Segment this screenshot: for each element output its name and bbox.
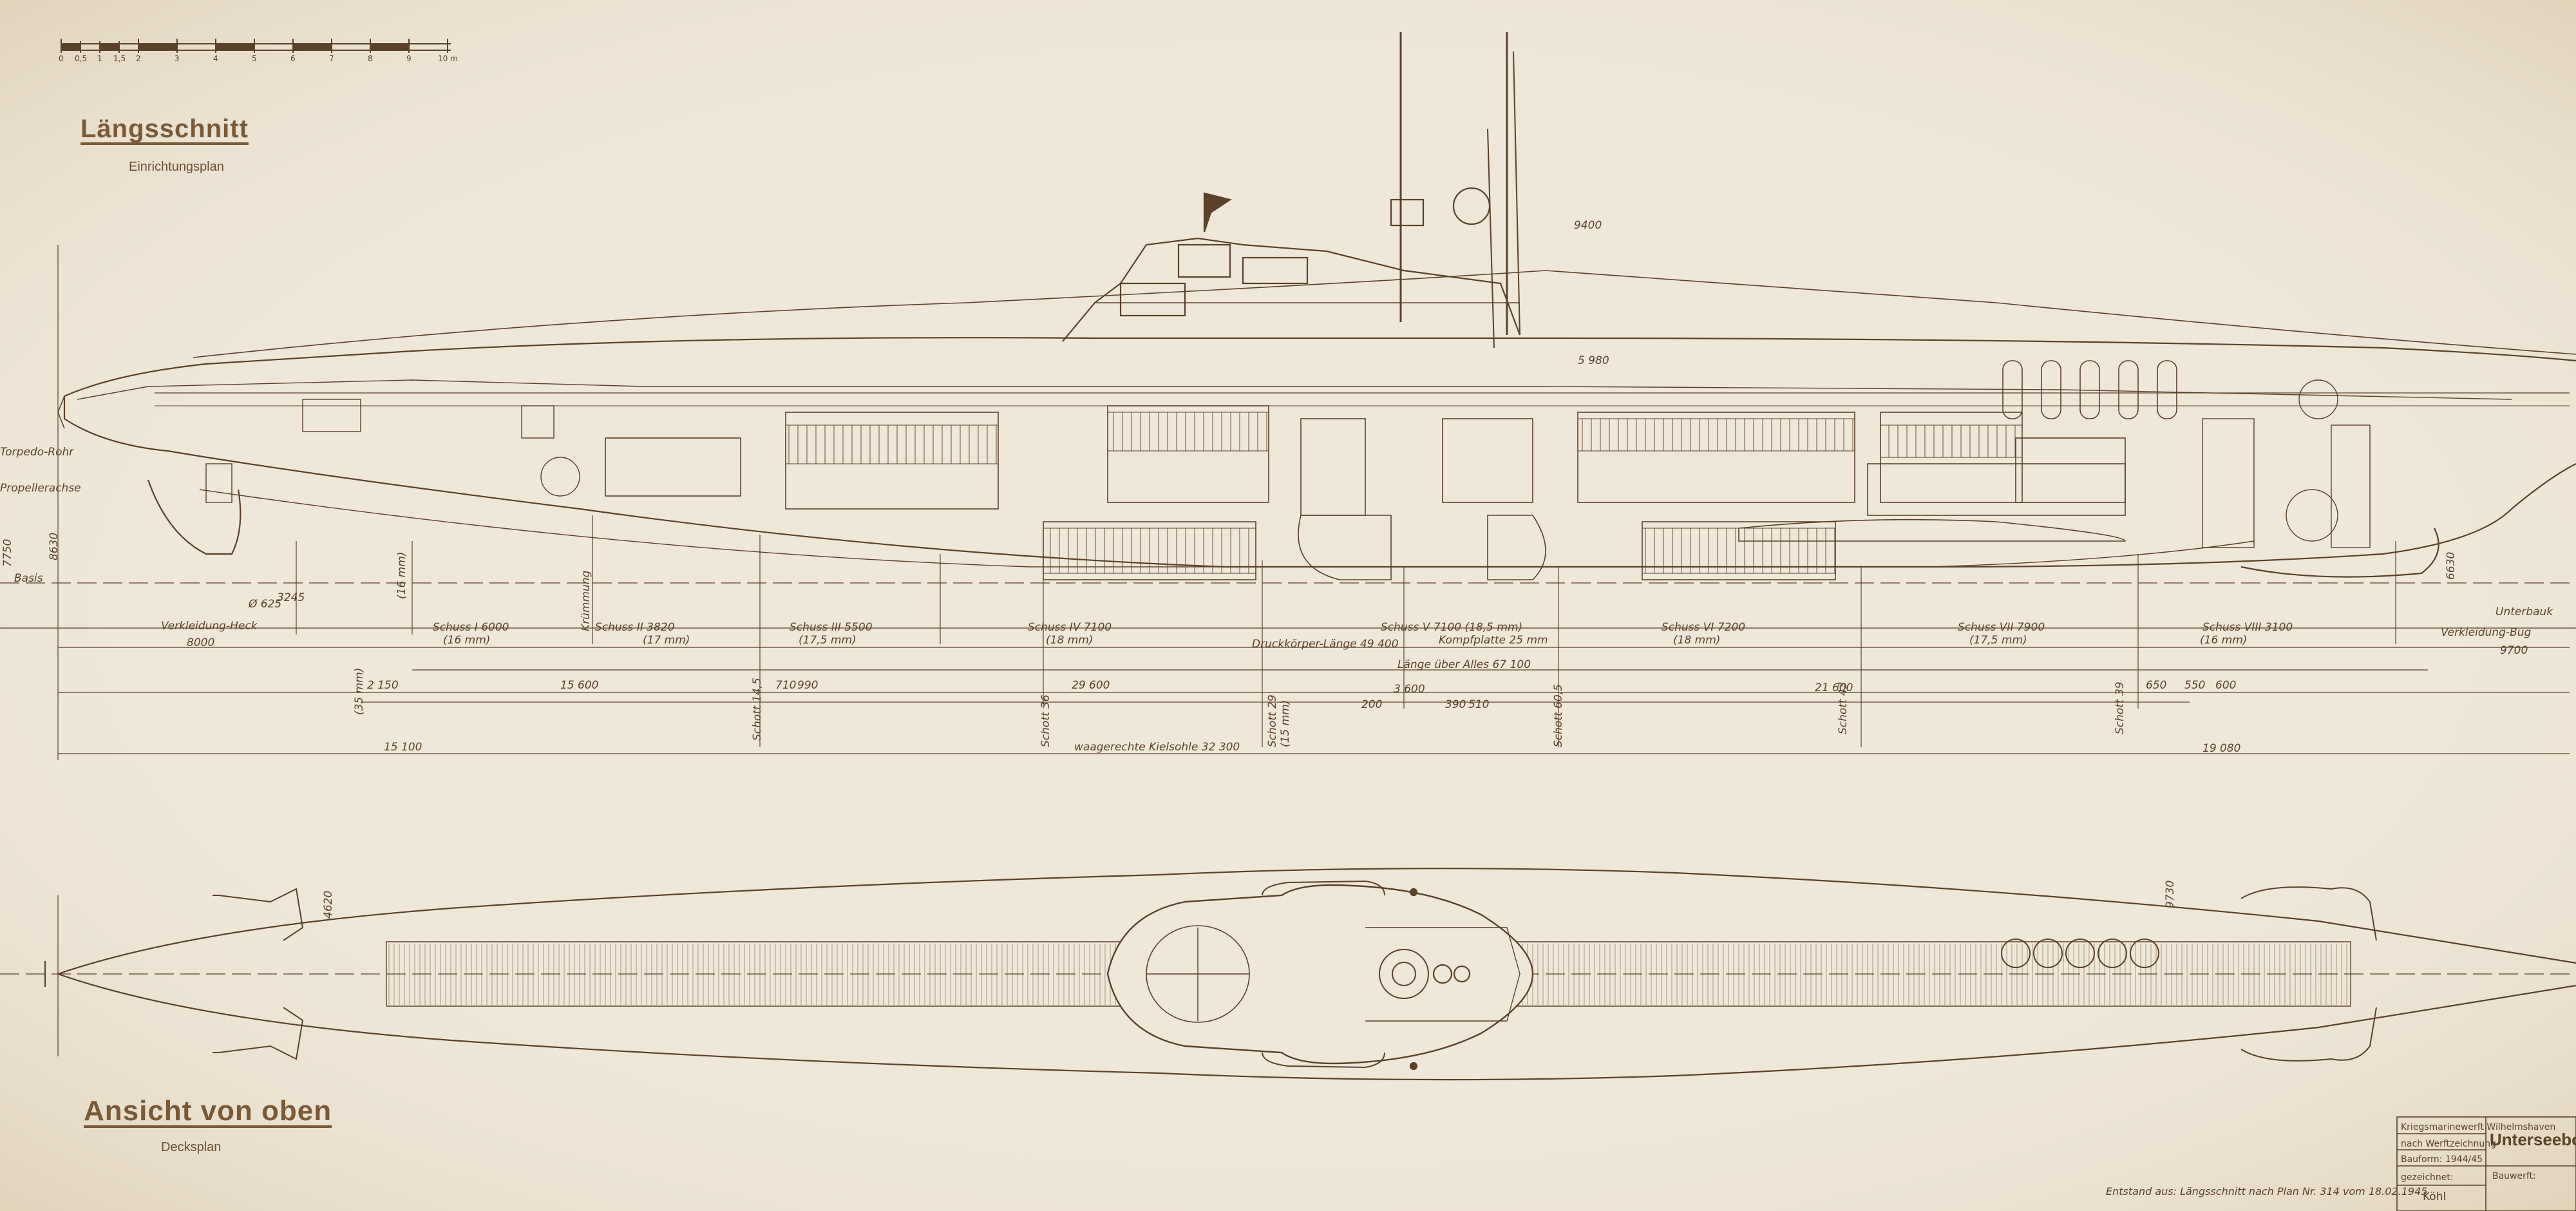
dim-vertical: (15 mm) (1279, 700, 1292, 747)
scale-label: 3 (175, 54, 180, 63)
scale-label: 4 (213, 54, 218, 63)
label-schuss-8-thick: (16 mm) (2200, 634, 2248, 647)
dim-21600: 21 600 (1815, 682, 1853, 694)
dim-3245: 3245 (277, 591, 305, 604)
label-schuss-7: Schuss VII 7900 (1958, 621, 2045, 634)
scale-label: 2 (136, 54, 141, 63)
label-kompfplatte: Kompfplatte 25 mm (1439, 634, 1548, 647)
scale-label: 5 (252, 54, 257, 63)
title-block-frame (2396, 1116, 2576, 1211)
subheading-einrichtungsplan: Einrichtungsplan (129, 160, 224, 174)
scale-label: 7 (329, 54, 334, 63)
label-schott-39: Schott 39 (2114, 682, 2126, 734)
label-verkleidung-bug: Verkleidung-Bug (2441, 626, 2532, 639)
label-kielsohle: waagerechte Kielsohle 32 300 (1074, 741, 1240, 754)
label-schuss-3: Schuss III 5500 (790, 621, 873, 634)
label-schott-36: Schott 36 (1039, 694, 1052, 747)
dim-vertical: (16 mm) (395, 551, 408, 599)
dim-510: 510 (1468, 698, 1490, 711)
label-schuss-7-thick: (17,5 mm) (1969, 634, 2027, 647)
scale-label: 8 (368, 54, 373, 63)
dim-9730: 9730 (2164, 880, 2177, 908)
label-schott-29: Schott 29 (1266, 694, 1279, 747)
label-schuss-4-thick: (18 mm) (1046, 634, 1094, 647)
dim-5980: 5 980 (1578, 354, 1609, 367)
label-schuss-1-thick: (16 mm) (443, 634, 491, 647)
scale-label: 0 (59, 54, 64, 63)
dim-15600: 15 600 (560, 679, 599, 692)
dim-3600: 3 600 (1394, 683, 1425, 696)
scale-label: 1,5 (113, 54, 126, 63)
label-verkleidung-heck: Verkleidung-Heck (161, 620, 258, 633)
label-schuss-5: Schuss V 7100 (18,5 mm) (1381, 621, 1523, 634)
title-block-bauwerft: Bauwerft: (2492, 1171, 2536, 1181)
label-schott-43: Schott 43 (1837, 682, 1850, 734)
label-propellerachse: Propellerachse (0, 482, 81, 495)
dim-4620: 4620 (322, 890, 335, 919)
label-laenge-ueber-alles: Länge über Alles 67 100 (1397, 658, 1531, 671)
label-schuss-3-thick: (17,5 mm) (799, 634, 857, 647)
dim-2150: 2 150 (367, 679, 399, 692)
dim-8000: 8000 (187, 636, 215, 649)
heading-laengsschnitt: Längsschnitt (80, 115, 249, 143)
label-druckkoerper: Druckkörper-Länge 49 400 (1252, 638, 1399, 651)
scale-label: 6 (290, 54, 296, 63)
dim-8630: 8630 (48, 532, 61, 560)
scale-label: 1 (97, 54, 102, 63)
label-torpedo-rohr: Torpedo-Rohr (0, 446, 74, 459)
dim-990: 990 (797, 679, 819, 692)
dim-15100: 15 100 (384, 741, 422, 754)
dim-19080: 19 080 (2202, 742, 2241, 755)
label-schuss-8: Schuss VIII 3100 (2202, 621, 2293, 634)
scale-label: 9 (406, 54, 412, 63)
label-schuss-2-thick: (17 mm) (643, 634, 690, 647)
dim-d625: Ø 625 (249, 598, 282, 611)
label-schuss-2: Schuss II 3820 (595, 621, 675, 634)
label-schott-14: Schott 14,5 (751, 678, 764, 741)
label-schuss-6-thick: (18 mm) (1673, 634, 1721, 647)
dim-650: 650 (2146, 679, 2167, 692)
footer-note: Entstand aus: Längsschnitt nach Plan Nr.… (2106, 1185, 2428, 1197)
title-block-row2: nach Werftzeichnung (2401, 1139, 2496, 1149)
dim-height: 7750 (1, 539, 14, 567)
dim-200: 200 (1361, 698, 1383, 711)
label-unterbauk: Unterbauk (2496, 606, 2553, 618)
title-block-bauform: Bauform: 1944/45 (2401, 1154, 2483, 1165)
label-kruemmung: Krümmung (580, 570, 592, 631)
dim-600: 600 (2215, 679, 2237, 692)
dim-29600: 29 600 (1072, 679, 1110, 692)
title-block-gezeichnet: gezeichnet: (2401, 1172, 2454, 1183)
label-schuss-1: Schuss I 6000 (433, 621, 509, 634)
dim-390: 390 (1445, 698, 1466, 711)
side-view (0, 32, 2576, 760)
title-block-main: Unterseeboot (2490, 1130, 2576, 1149)
heading-ansicht-von-oben: Ansicht von oben (84, 1095, 332, 1127)
label-basis: Basis (14, 572, 43, 585)
top-view (0, 868, 2576, 1081)
dim-550: 550 (2184, 679, 2206, 692)
label-schott-60: Schott 60,5 (1552, 684, 1565, 747)
scale-label: 0,5 (75, 54, 88, 63)
dim-6630: 6630 (2445, 551, 2458, 580)
title-block: Unterseeboot Kriegsmarinewerft Wilhelmsh… (2397, 1117, 2576, 1211)
title-block-row1: Kriegsmarinewerft Wilhelmshaven (2401, 1122, 2556, 1132)
label-schuss-6: Schuss VI 7200 (1662, 621, 1746, 634)
dim-9700: 9700 (2500, 644, 2528, 657)
subheading-decksplan: Decksplan (161, 1140, 222, 1154)
dim-9400: 9400 (1574, 219, 1602, 232)
scale-label: 10 m (438, 54, 458, 63)
title-block-name: Köhl (2423, 1190, 2447, 1203)
dim-710: 710 (775, 679, 797, 692)
dim-vertical: (35 mm) (353, 667, 366, 715)
scale-bar (61, 39, 451, 53)
label-schuss-4: Schuss IV 7100 (1028, 621, 1112, 634)
